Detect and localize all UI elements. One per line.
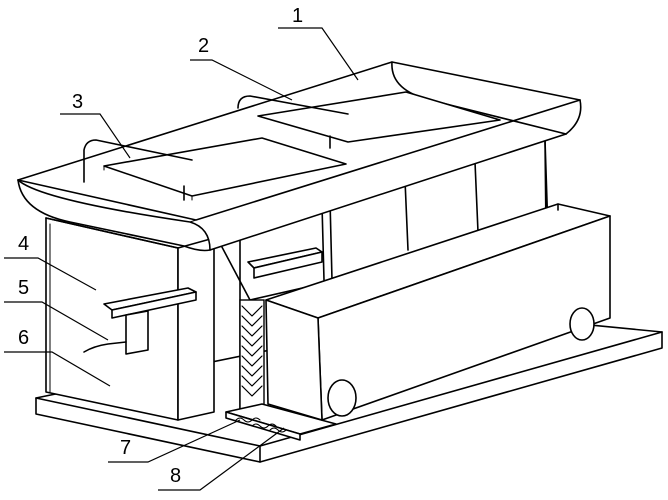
callout-6: 6 <box>18 327 29 349</box>
lift-floor-plate <box>225 403 337 441</box>
callout-4: 4 <box>18 233 29 255</box>
leader-lines <box>4 27 359 491</box>
callout-1: 1 <box>292 5 303 27</box>
bus-side-bench <box>247 247 323 279</box>
solar-panel-left <box>103 137 347 201</box>
callout-labels: 1 2 3 4 5 6 7 8 <box>18 5 303 487</box>
callout-2: 2 <box>198 35 209 57</box>
callout-5: 5 <box>18 277 29 299</box>
waiting-enclosure <box>45 217 241 421</box>
callout-3: 3 <box>72 91 83 113</box>
bus <box>265 203 611 421</box>
solar-panel-right <box>257 91 501 143</box>
callout-7: 7 <box>120 437 131 459</box>
bench <box>83 287 197 355</box>
spring-mechanism <box>239 299 265 411</box>
handrail-bars <box>83 95 349 201</box>
callout-8: 8 <box>170 465 181 487</box>
